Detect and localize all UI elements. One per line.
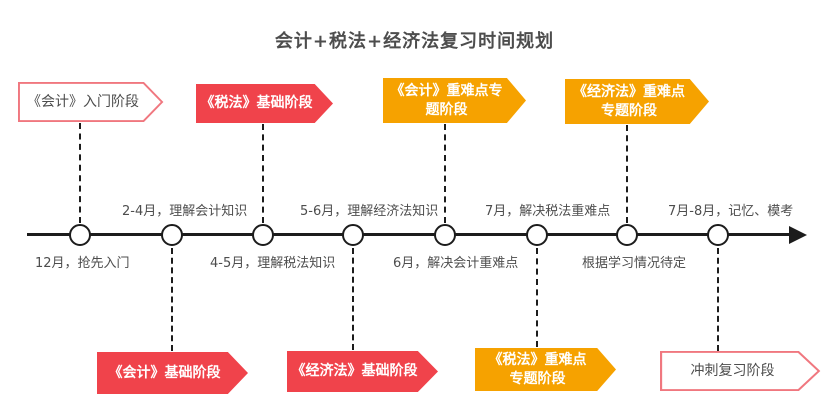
connector-line: [626, 125, 628, 223]
arrow-banner-shape: [565, 79, 709, 124]
stage-banner-label: 《税法》基础阶段: [200, 95, 313, 112]
timeline-arrowhead-icon: [789, 226, 807, 244]
timeline-node: [342, 224, 364, 246]
timeline-axis: [27, 233, 792, 236]
arrow-banner-shape: [660, 351, 821, 391]
stage-banner: 《经济法》重难点 专题阶段: [565, 79, 709, 124]
connector-line: [79, 123, 81, 223]
connector-line: [717, 248, 719, 351]
timeline-node: [707, 224, 729, 246]
arrow-banner-shape: [475, 348, 616, 391]
stage-banner: 《会计》基础阶段: [97, 352, 248, 394]
connector-line: [444, 124, 446, 223]
timeline-node: [69, 224, 91, 246]
timeline-node: [161, 224, 183, 246]
arrow-banner-shape: [97, 352, 248, 394]
stage-banner-label: 《经济法》重难点 专题阶段: [573, 83, 685, 119]
arrow-banner-shape: [287, 351, 438, 392]
arrow-banner-shape: [383, 78, 526, 123]
stage-banner: 冲刺复习阶段: [660, 351, 821, 391]
timeline-note: 2-4月，理解会计知识: [122, 204, 248, 219]
timeline-note: 4-5月，理解税法知识: [210, 256, 336, 271]
arrow-banner-shape: [196, 84, 333, 123]
timeline-node: [434, 224, 456, 246]
timeline-note: 根据学习情况待定: [582, 256, 687, 271]
connector-line: [171, 248, 173, 351]
stage-banner-label: 《会计》基础阶段: [108, 364, 221, 381]
timeline-note: 7月-8月，记忆、模考: [668, 204, 794, 219]
arrow-banner-shape: [18, 82, 164, 122]
connector-line: [536, 248, 538, 347]
connector-line: [352, 248, 354, 350]
stage-banner-label: 《会计》重难点专 题阶段: [390, 82, 503, 118]
timeline-note: 5-6月，理解经济法知识: [300, 204, 439, 219]
stage-banner: 《税法》重难点 专题阶段: [475, 348, 616, 391]
stage-banner-label: 《会计》入门阶段: [27, 93, 139, 110]
stage-banner: 《经济法》基础阶段: [287, 351, 438, 392]
stage-banner: 《税法》基础阶段: [196, 84, 333, 123]
connector-line: [262, 124, 264, 223]
timeline-note: 7月，解决税法重难点: [485, 204, 611, 219]
stage-banner-label: 冲刺复习阶段: [690, 362, 775, 379]
timeline-note: 6月，解决会计重难点: [393, 256, 519, 271]
stage-banner: 《会计》重难点专 题阶段: [383, 78, 526, 123]
page-title: 会计+税法+经济法复习时间规划: [274, 31, 555, 52]
stage-banner-label: 《税法》重难点 专题阶段: [488, 351, 587, 387]
timeline-node: [616, 224, 638, 246]
stage-banner-label: 《经济法》基础阶段: [291, 363, 418, 380]
timeline-node: [526, 224, 548, 246]
timeline-node: [252, 224, 274, 246]
stage-banner: 《会计》入门阶段: [18, 82, 164, 122]
timeline-note: 12月，抢先入门: [35, 256, 130, 271]
